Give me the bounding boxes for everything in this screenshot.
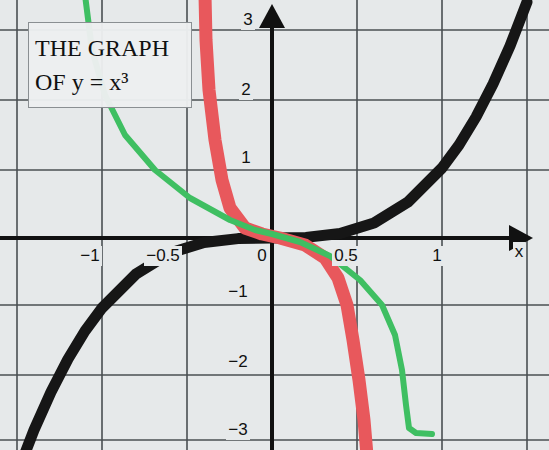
y-tick-label: 1: [239, 148, 252, 168]
x-tick-label: 0.5: [332, 246, 360, 266]
x-tick-label: 0: [255, 246, 268, 266]
y-tick-label: −1: [226, 282, 249, 302]
x-tick-label: 1: [430, 246, 443, 266]
graph-title: THE GRAPH OF y = x³: [35, 35, 169, 95]
cubic-curve: [17, 2, 527, 450]
axes: [0, 4, 533, 450]
x-tick-label: −0.5: [144, 246, 182, 266]
red-wire: [205, 0, 367, 450]
axis-name: x: [513, 242, 526, 262]
x-tick-label: −1: [78, 246, 101, 266]
y-tick-label: 2: [239, 80, 252, 100]
title-box: THE GRAPH OF y = x³: [28, 22, 192, 108]
y-tick-label: −2: [226, 352, 249, 372]
y-tick-label: −3: [226, 420, 249, 440]
y-tick-label: 3: [241, 10, 254, 30]
